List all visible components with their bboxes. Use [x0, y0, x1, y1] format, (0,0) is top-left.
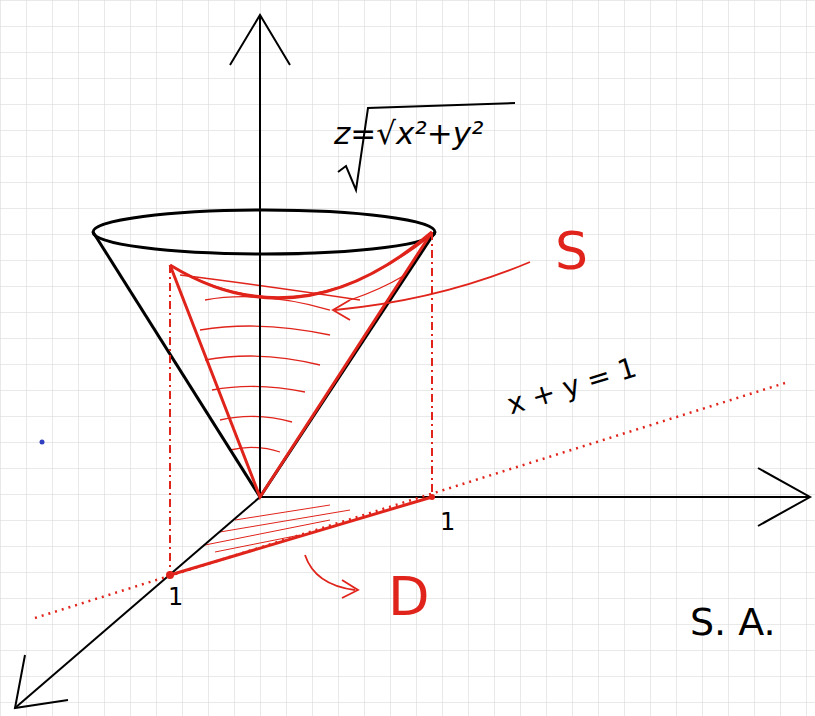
- region-label: D: [388, 570, 430, 624]
- axis-tick: 1: [168, 585, 183, 609]
- surface-equation: z=√x²+y²: [334, 118, 484, 149]
- axis-tick: 1: [440, 510, 455, 534]
- note: S. A.: [690, 603, 776, 641]
- surface-label: S: [555, 225, 588, 277]
